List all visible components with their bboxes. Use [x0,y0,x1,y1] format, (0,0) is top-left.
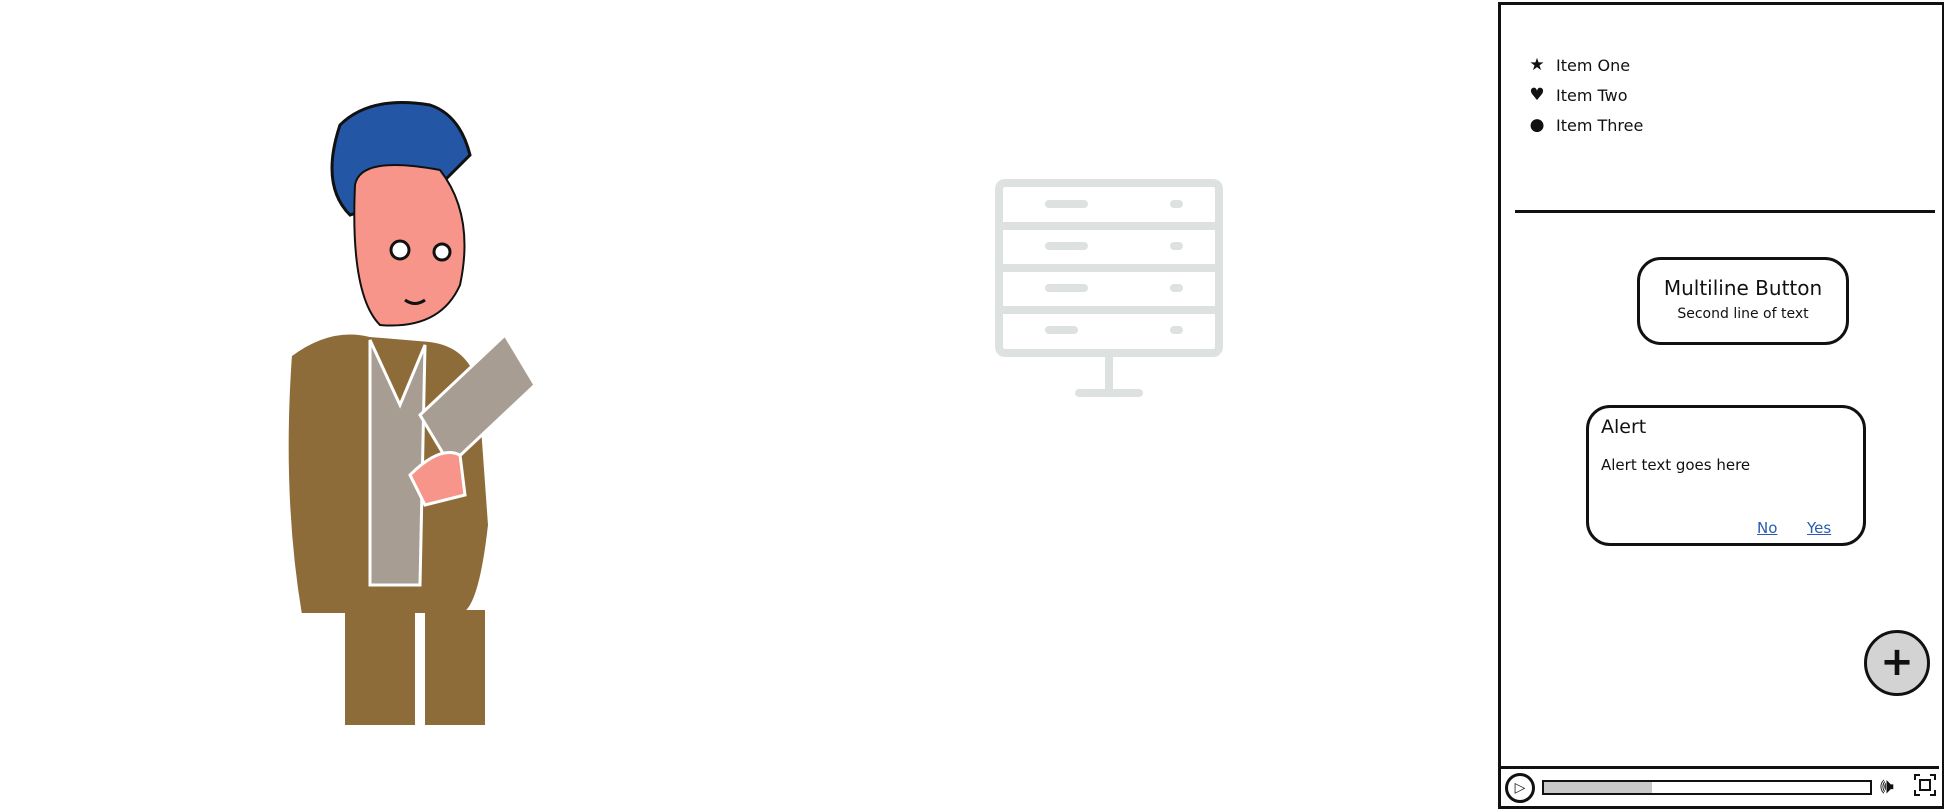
list-item-label: Item Three [1556,115,1644,135]
heart-icon: ♥ [1529,85,1545,105]
alert-body: Alert text goes here [1601,456,1751,474]
server-icon [995,179,1223,397]
video-progress-bar[interactable] [1542,780,1872,795]
play-button[interactable]: ▷ [1505,773,1535,803]
video-bar-divider [1501,766,1939,769]
multiline-button[interactable]: Multiline Button Second line of text [1637,257,1849,345]
list-item[interactable]: ★ Item One [1528,55,1630,75]
alert-dialog: Alert Alert text goes here No Yes [1586,405,1866,546]
list-item-label: Item One [1556,55,1631,75]
button-line2: Second line of text [1677,306,1809,322]
circle-icon: ● [1529,115,1545,135]
plus-icon: + [1880,639,1914,685]
list-item[interactable]: ● Item Three [1528,115,1644,135]
button-line1: Multiline Button [1663,276,1823,300]
alert-title: Alert [1601,416,1647,438]
progress-fill [1544,782,1652,793]
alert-yes-button[interactable]: Yes [1807,519,1832,537]
list-item[interactable]: ♥ Item Two [1528,85,1628,105]
divider [1515,210,1935,213]
list-item-label: Item Two [1556,85,1628,105]
star-icon: ★ [1529,55,1545,75]
play-icon: ▷ [1514,780,1526,796]
person-illustration [284,101,537,725]
add-fab-button[interactable]: + [1864,630,1930,696]
fullscreen-icon[interactable] [1914,774,1936,796]
volume-icon[interactable]: 🕪 [1880,774,1894,799]
alert-no-button[interactable]: No [1757,519,1778,537]
